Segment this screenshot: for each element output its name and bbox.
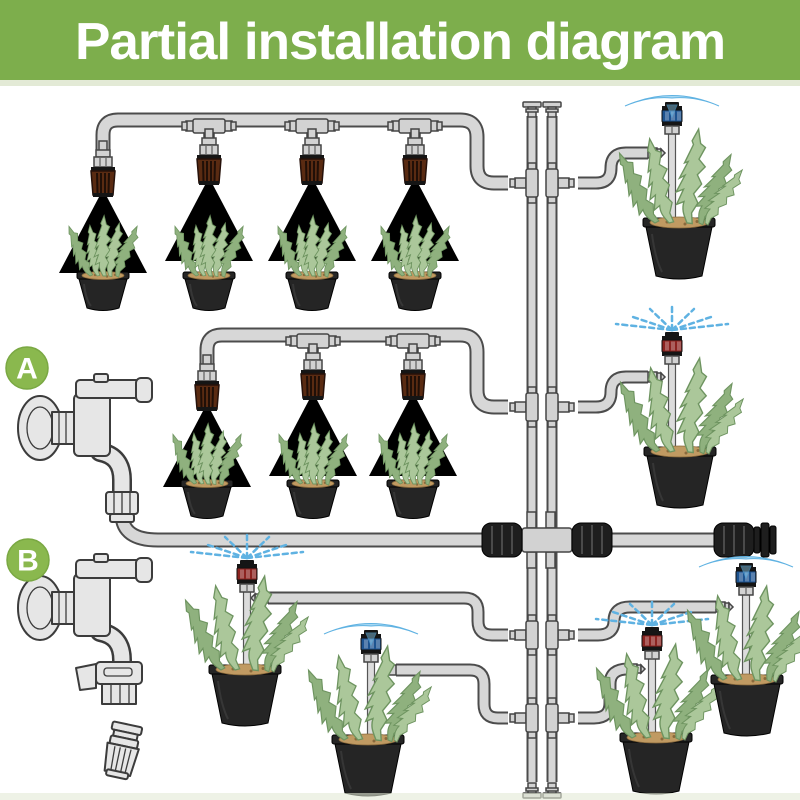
fittings (181, 101, 777, 799)
faucet-option-b (18, 554, 152, 781)
stake-mister-red (661, 331, 683, 365)
mister-stake (741, 592, 751, 684)
header-divider (0, 80, 800, 86)
pipe-middle-branch (199, 327, 508, 415)
threaded-barrel (101, 683, 137, 705)
option-a-label: A (16, 353, 38, 386)
hose-collar (109, 513, 135, 523)
option-b-label: B (17, 545, 39, 578)
page-bottom-strip (0, 793, 800, 800)
lock-nut (571, 522, 613, 558)
line-end-valve (713, 522, 777, 558)
option-b-badge: B (6, 538, 50, 582)
faucet-option-a (18, 374, 152, 523)
cross-manifold (481, 511, 613, 569)
pipe-to-mid-right-mister (578, 370, 648, 414)
pipe-top-branch (95, 112, 508, 191)
option-a-badge: A (5, 346, 49, 390)
stake-mister-red (236, 559, 258, 593)
pipe-to-bottom-left-mister (268, 591, 508, 642)
loose-hose-connector (103, 720, 144, 781)
header-background (0, 0, 800, 80)
lock-nut (481, 522, 523, 558)
stake-mister-red (641, 626, 663, 660)
header-banner: Partial installation diagram (0, 0, 800, 86)
tap-adapter (95, 661, 143, 685)
mister-stake (647, 656, 657, 741)
pipe-to-bottom-center-mister (396, 663, 508, 725)
clamp-wing (75, 663, 97, 691)
page-title: Partial installation diagram (75, 13, 725, 71)
